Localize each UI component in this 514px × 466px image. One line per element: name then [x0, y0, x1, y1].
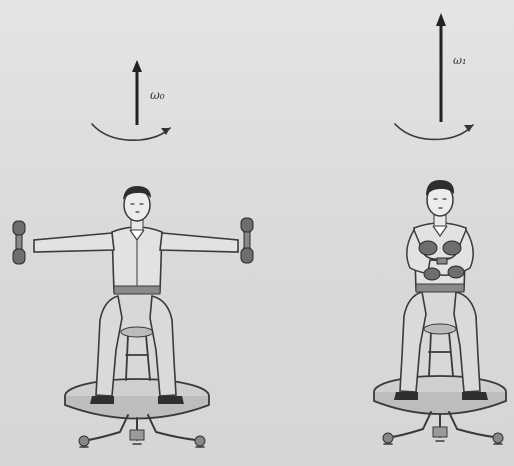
stool-left	[121, 327, 153, 380]
omega-initial-label: ω₀	[150, 88, 165, 102]
left-figure-arms-extended	[13, 60, 253, 447]
torso-left	[112, 227, 162, 294]
rotation-arc-left	[92, 124, 170, 140]
dumbbell-right-hand	[241, 218, 253, 263]
rotating-platform-left	[65, 379, 209, 447]
dumbbell-left-hand	[13, 221, 25, 264]
rotating-platform-right	[374, 376, 506, 444]
angular-velocity-arrow-initial	[132, 60, 142, 125]
omega-final-label: ω₁	[453, 54, 466, 67]
right-figure-arms-folded	[374, 13, 506, 444]
angular-velocity-arrow-final	[436, 13, 446, 122]
rotation-arc-right	[395, 124, 473, 139]
head-left	[123, 186, 151, 230]
head-right	[426, 180, 454, 226]
stool-right	[424, 324, 456, 376]
